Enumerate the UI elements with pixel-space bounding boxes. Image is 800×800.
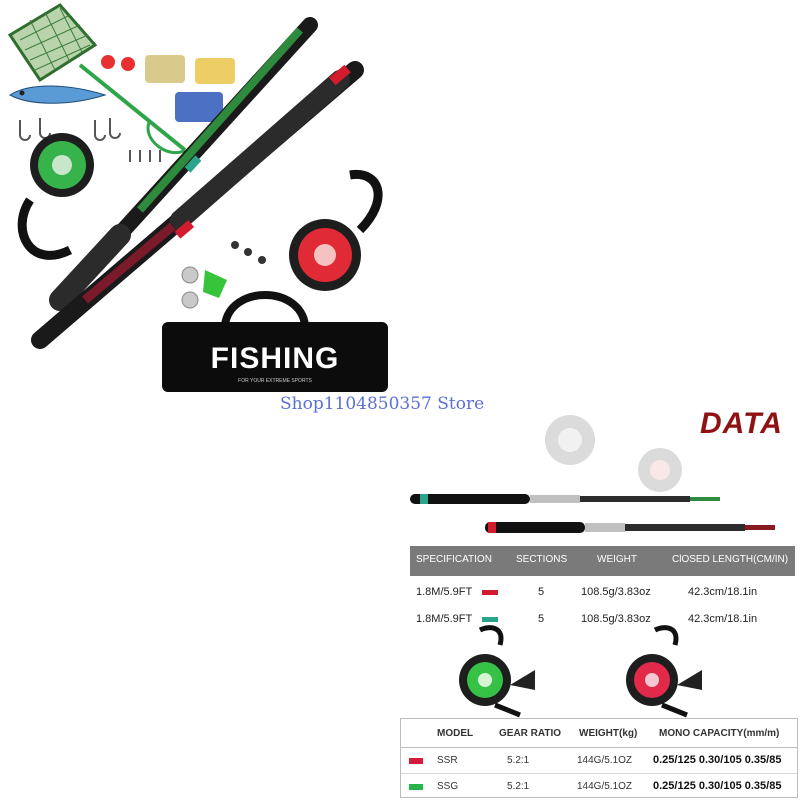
weight-value: 108.5g/3.83oz	[581, 586, 651, 598]
reels-image	[459, 625, 702, 718]
rod-left-icon	[49, 17, 318, 311]
model-value: SSG	[437, 781, 459, 792]
sections-value: 5	[538, 613, 545, 625]
hooks-icon	[19, 118, 161, 162]
weight-value: 144G/5.1OZ	[577, 755, 633, 766]
model-row-ssg: SSG 5.2:1 144G/5.1OZ 0.25/125 0.30/105 0…	[401, 774, 797, 799]
store-watermark: Shop1104850357 Store	[280, 394, 485, 414]
lure-set-icon	[9, 55, 235, 122]
spec-value: 1.8M/5.9FT	[416, 613, 473, 625]
green-reel-icon	[459, 625, 535, 718]
weight-value: 108.5g/3.83oz	[581, 613, 651, 625]
rod-right-icon	[31, 61, 364, 349]
gear-ratio-value: 5.2:1	[507, 781, 530, 792]
gear-ratio-header: GEAR RATIO	[499, 728, 562, 739]
sections-header: SECTIONS	[516, 554, 568, 565]
spec-row-green: 1.8M/5.9FT 5 108.5g/3.83oz 42.3cm/18.1in	[410, 605, 795, 635]
green-swatch-icon	[409, 784, 423, 790]
bag-tagline: FOR YOUR EXTREME SPORTS	[238, 378, 312, 384]
sections-value: 5	[538, 586, 545, 598]
weight-header: WEIGHT(kg)	[579, 728, 638, 739]
product-kit-image: FISHING FOR YOUR EXTREME SPORTS	[7, 3, 388, 392]
bite-alarm-icon	[181, 241, 266, 309]
rods-reels-image	[410, 415, 775, 533]
faded-reels-icon	[545, 415, 682, 492]
red-swatch-icon	[409, 758, 423, 764]
red-reel-icon	[626, 625, 702, 718]
model-header: MODEL	[437, 728, 474, 739]
model-table: MODEL GEAR RATIO WEIGHT(kg) MONO CAPACIT…	[400, 718, 798, 798]
carry-bag-icon: FISHING FOR YOUR EXTREME SPORTS	[162, 291, 388, 392]
spec-value: 1.8M/5.9FT	[416, 586, 473, 598]
capacity-value: 0.25/125 0.30/105 0.35/85	[653, 754, 782, 766]
weight-value: 144G/5.1OZ	[577, 781, 633, 792]
data-title: DATA	[700, 407, 783, 440]
spec-header: SPECIFICATION	[416, 554, 492, 565]
model-table-header: MODEL GEAR RATIO WEIGHT(kg) MONO CAPACIT…	[401, 719, 797, 748]
spec-row-red: 1.8M/5.9FT 5 108.5g/3.83oz 42.3cm/18.1in	[410, 578, 795, 608]
bag-fishing-text: FISHING	[211, 342, 340, 375]
green-reel-icon	[17, 133, 94, 260]
length-value: 42.3cm/18.1in	[688, 586, 758, 598]
green-swatch-icon	[482, 617, 498, 622]
model-value: SSR	[437, 755, 458, 766]
length-header: ClOSED LENGTH(CM/IN)	[672, 554, 789, 565]
spec-table-header: SPECIFICATION SECTIONS WEIGHT ClOSED LEN…	[410, 546, 795, 576]
rod-red-icon	[485, 522, 775, 533]
model-row-ssr: SSR 5.2:1 144G/5.1OZ 0.25/125 0.30/105 0…	[401, 748, 797, 774]
capacity-header: MONO CAPACITY(mm/m)	[659, 728, 780, 739]
red-swatch-icon	[482, 590, 498, 595]
capacity-value: 0.25/125 0.30/105 0.35/85	[653, 780, 782, 792]
length-value: 42.3cm/18.1in	[688, 613, 758, 625]
weight-header: WEIGHT	[597, 554, 637, 565]
red-reel-icon	[289, 169, 383, 291]
landing-net-icon	[7, 3, 187, 155]
gear-ratio-value: 5.2:1	[507, 755, 530, 766]
rod-green-icon	[410, 494, 720, 504]
